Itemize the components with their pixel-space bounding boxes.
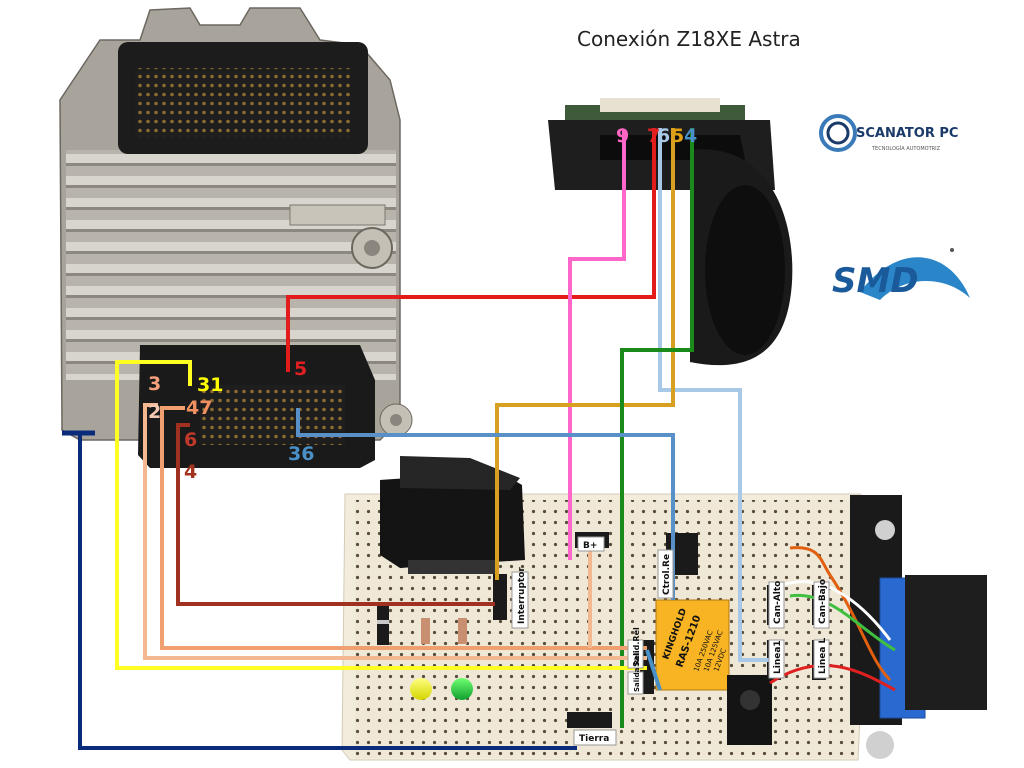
ecu-pin-labels: 5 3 31 2 47 6 4 36 [148, 358, 314, 483]
ecu-pin-2: 2 [148, 401, 161, 423]
ecu-pin-4: 4 [184, 461, 197, 483]
ecu-pin-3: 3 [148, 373, 161, 395]
led-green [451, 678, 473, 700]
header-interruptor [493, 574, 507, 620]
label-ctrol-rel: Ctrol.Re [662, 554, 672, 595]
rocker-switch[interactable] [380, 456, 525, 574]
wire-gold [495, 128, 675, 580]
wire-red [286, 128, 656, 372]
resistor-2 [458, 618, 467, 644]
wires [62, 128, 896, 750]
ecu-pin-31: 31 [197, 374, 223, 396]
ecu-pin-47: 47 [186, 397, 212, 419]
wire-salmon-3 [143, 403, 647, 660]
label-interruptor: Interruptor [517, 567, 527, 624]
label-tierra: Tierra [579, 734, 609, 744]
label-can-bajo: Can-Bajo [818, 579, 828, 624]
relay: KINGHOLD RAS-1210 10A 250VAC 10A 125VAC … [655, 599, 730, 691]
diode [377, 605, 389, 645]
ecu-pin-36: 36 [288, 443, 314, 465]
header-tierra [567, 712, 612, 728]
wire-light-blue [658, 128, 780, 662]
ecu-pin-5: 5 [294, 358, 307, 380]
wire-blue-salida [645, 649, 662, 691]
wire-orange-can [789, 546, 892, 682]
scanator-logo-subtext: TECNOLOGÍA AUTOMOTRIZ [871, 145, 941, 152]
smd-logo-text: SMD [832, 261, 919, 301]
label-salida-rel-1: Salid.Rel [632, 627, 641, 667]
obd-socket [850, 495, 987, 759]
connector-pin-9: 9 [616, 125, 629, 147]
connector-pin-7: 7 [647, 125, 660, 147]
label-b-plus: B+ [583, 541, 597, 551]
diagram-title: Conexión Z18XE Astra [577, 27, 801, 51]
wire-salmon-47 [160, 406, 647, 650]
board-labels: Interruptor B+ Ctrol.Re Can-Alto Can-Baj… [511, 536, 830, 746]
scanator-logo-text: SCANATOR PC [856, 126, 958, 141]
ecu-module [59, 7, 413, 468]
wire-green [620, 128, 694, 728]
smd-logo: SMD [832, 248, 970, 301]
led-yellow [410, 678, 432, 700]
label-salida-rel-2: Salida Rel. [633, 650, 641, 692]
wire-yellow [115, 360, 647, 670]
wire-white-can [779, 580, 892, 641]
power-jack [727, 675, 772, 745]
label-can-alto: Can-Alto [773, 581, 783, 624]
wire-pink [568, 130, 626, 560]
scanator-logo: SCANATOR PC TECNOLOGÍA AUTOMOTRIZ [819, 114, 958, 152]
wire-red-can [769, 663, 896, 692]
ecu-pin-6: 6 [184, 429, 197, 451]
connector-pin-labels: 9 7 6 5 4 [616, 125, 697, 147]
connector-pin-6: 6 [657, 125, 670, 147]
resistor-1 [421, 618, 430, 644]
wire-green-can [789, 593, 896, 652]
connector-pin-5: 5 [671, 125, 684, 147]
label-linea1: Linea1 [773, 640, 783, 674]
wire-blue-36 [296, 408, 675, 600]
label-linea2: Linea L [818, 637, 828, 674]
connector-pin-4: 4 [684, 125, 697, 147]
wire-dark-red [176, 423, 495, 606]
